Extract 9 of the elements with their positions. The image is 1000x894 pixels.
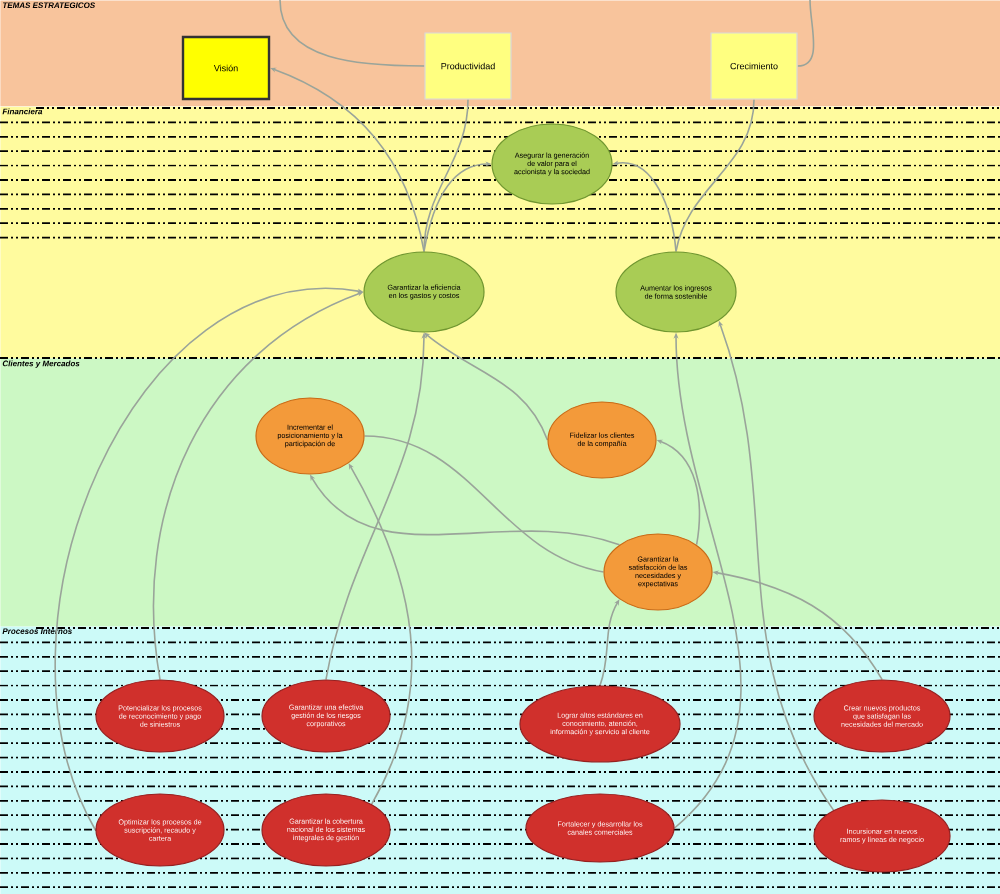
connector <box>363 435 605 573</box>
connector <box>796 0 815 67</box>
connector <box>599 599 620 687</box>
connector <box>423 98 469 253</box>
connector <box>675 98 755 253</box>
connector <box>270 67 425 253</box>
connector <box>424 332 549 441</box>
connector <box>279 0 426 67</box>
connector <box>348 463 413 805</box>
